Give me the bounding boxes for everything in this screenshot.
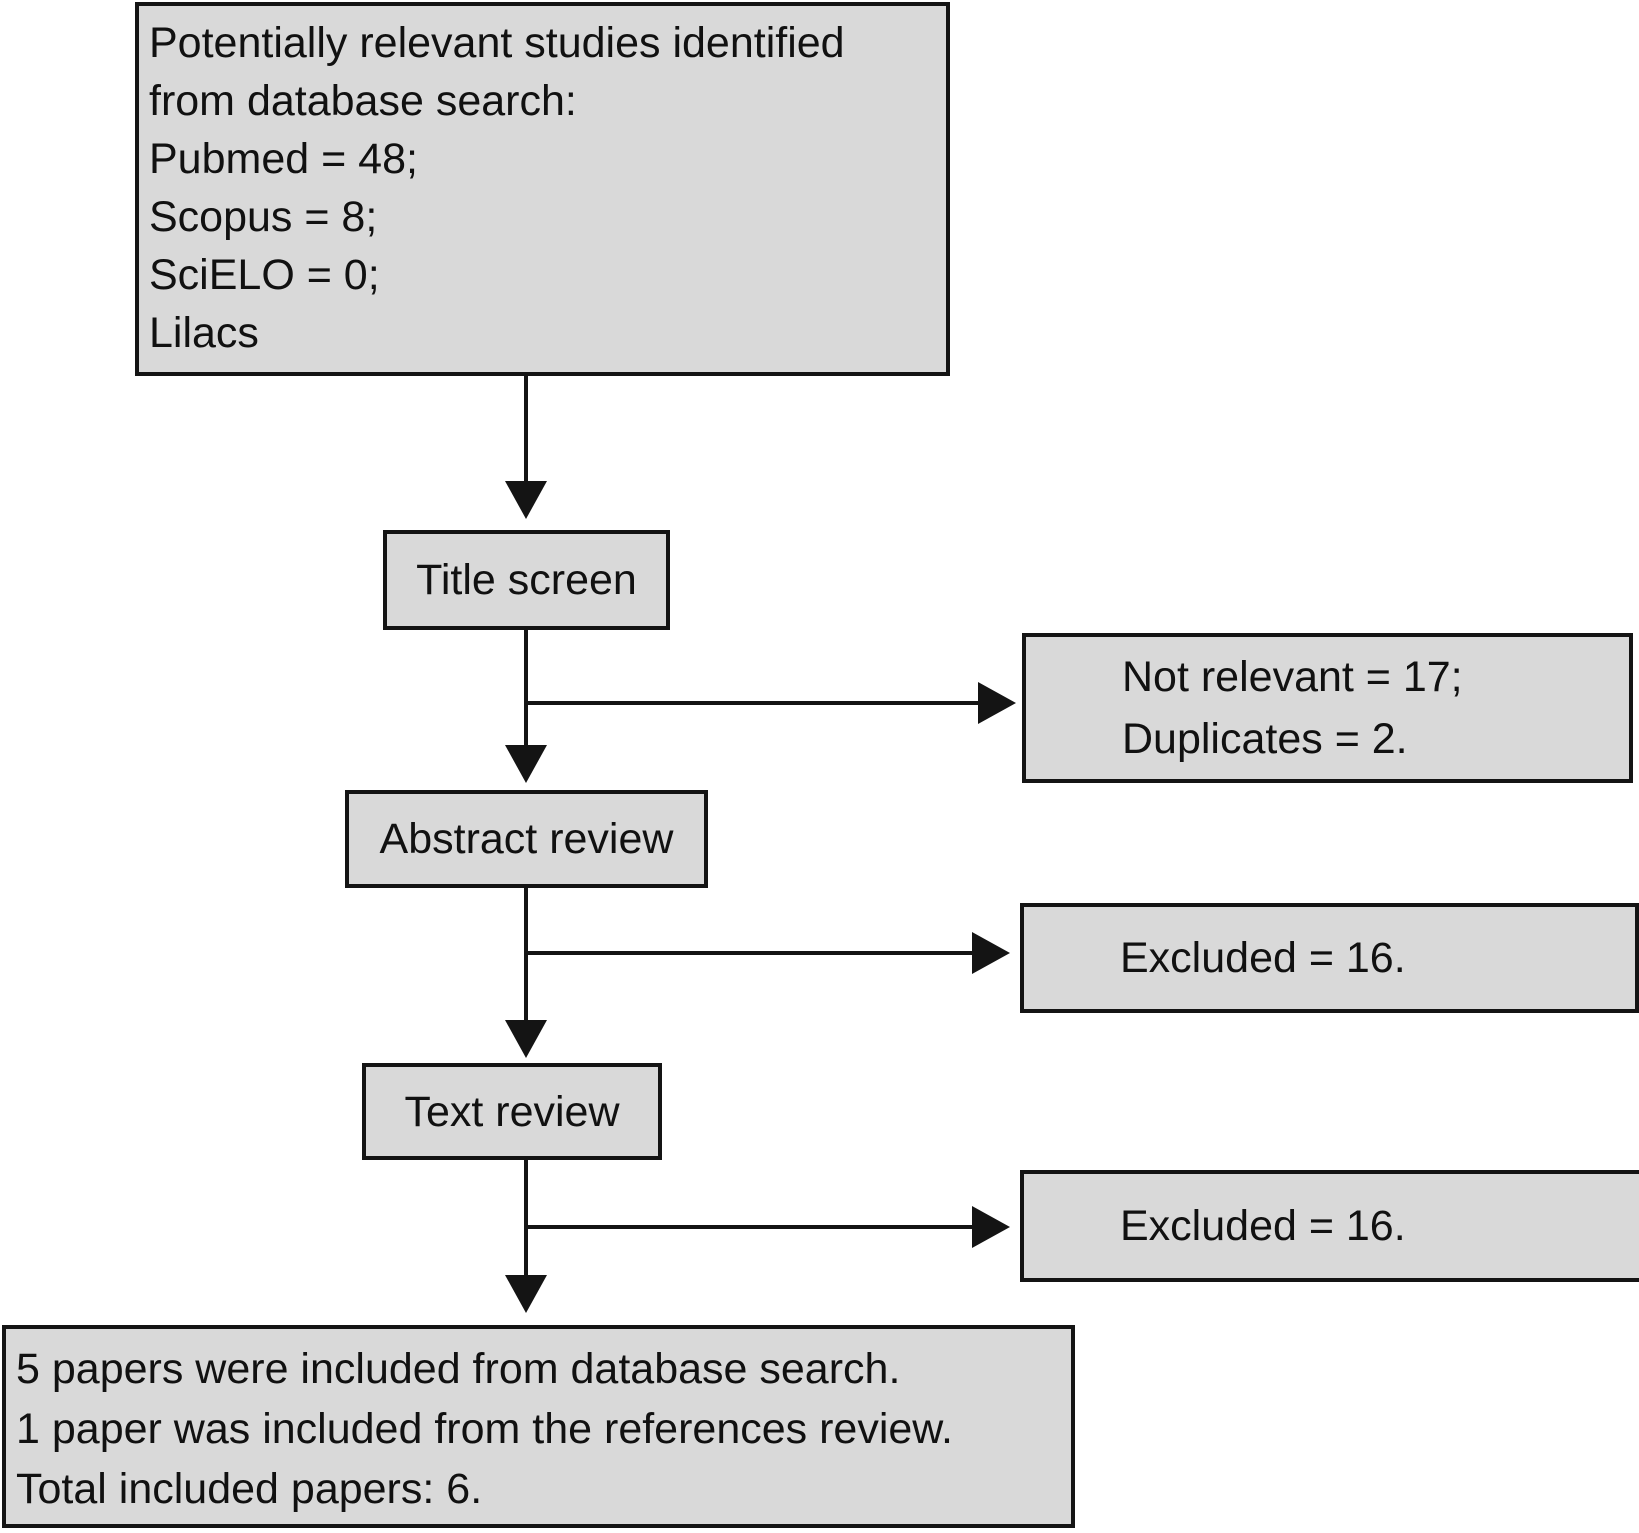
- identification-line: Lilacs: [149, 309, 259, 357]
- included-box: 5 papers were included from database sea…: [2, 1325, 1075, 1528]
- identification-line: SciELO = 0;: [149, 251, 380, 299]
- identification-line: Pubmed = 48;: [149, 135, 418, 183]
- text-review-label: Text review: [404, 1087, 620, 1136]
- identification-box: Potentially relevant studies identified …: [135, 2, 950, 376]
- title-screen-box: Title screen: [383, 530, 670, 630]
- arrowhead-down-icon: [505, 481, 547, 519]
- not-relevant-line: Not relevant = 17;: [1122, 653, 1463, 701]
- excluded-abstract-label: Excluded = 16.: [1120, 934, 1406, 982]
- arrow-abstract-to-excluded-line: [526, 951, 972, 955]
- title-screen-label: Title screen: [416, 556, 637, 604]
- arrow-title-to-not-relevant-line: [526, 701, 978, 705]
- excluded-text-box: Excluded = 16.: [1020, 1170, 1639, 1282]
- arrow-text-to-included-line: [524, 1160, 528, 1275]
- arrowhead-right-icon: [978, 682, 1016, 724]
- arrowhead-right-icon: [972, 1206, 1010, 1248]
- not-relevant-box: Not relevant = 17; Duplicates = 2.: [1022, 633, 1633, 783]
- arrowhead-right-icon: [972, 932, 1010, 974]
- abstract-review-box: Abstract review: [345, 790, 708, 888]
- identification-line: from database search:: [149, 77, 577, 125]
- excluded-abstract-box: Excluded = 16.: [1020, 903, 1639, 1013]
- arrowhead-down-icon: [505, 1275, 547, 1313]
- identification-line: Scopus = 8;: [149, 193, 378, 241]
- included-line: Total included papers: 6.: [16, 1465, 483, 1513]
- arrow-title-to-abstract-line: [524, 630, 528, 745]
- arrow-identification-to-title-line: [524, 376, 528, 481]
- arrowhead-down-icon: [505, 1020, 547, 1058]
- text-review-box: Text review: [362, 1063, 662, 1160]
- not-relevant-line: Duplicates = 2.: [1122, 715, 1408, 763]
- included-line: 5 papers were included from database sea…: [16, 1345, 901, 1393]
- arrowhead-down-icon: [505, 745, 547, 783]
- included-line: 1 paper was included from the references…: [16, 1405, 953, 1453]
- arrow-text-to-excluded-line: [526, 1225, 972, 1229]
- excluded-text-label: Excluded = 16.: [1120, 1202, 1406, 1250]
- abstract-review-label: Abstract review: [379, 815, 674, 863]
- identification-line: Potentially relevant studies identified: [149, 19, 845, 67]
